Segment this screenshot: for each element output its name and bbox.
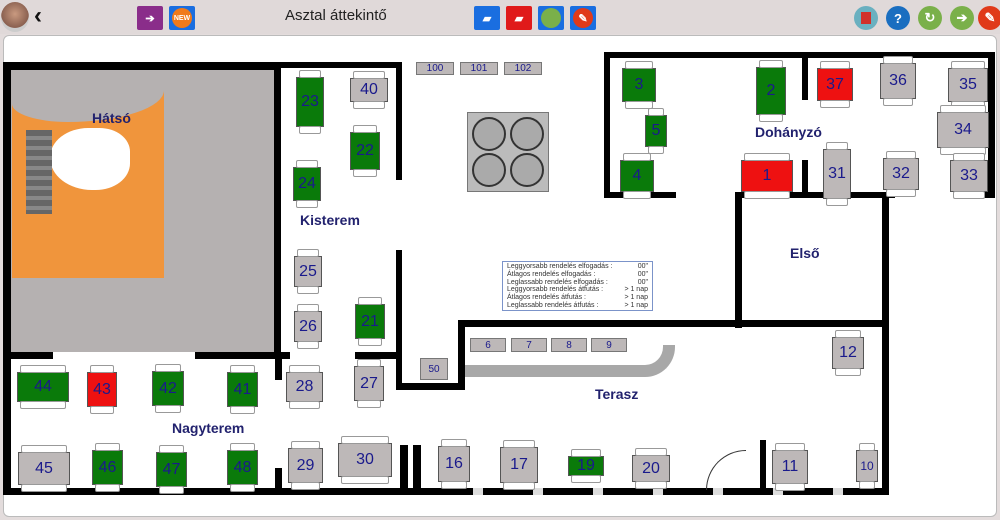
stat-value: 00" bbox=[637, 263, 648, 270]
table[interactable]: 29 bbox=[288, 441, 323, 490]
stat-value: 00" bbox=[637, 270, 648, 278]
table[interactable]: 40 bbox=[350, 71, 388, 109]
page-title: Asztal áttekintő bbox=[285, 7, 387, 24]
table[interactable]: 2 bbox=[756, 60, 786, 122]
counter-item[interactable]: 100 bbox=[416, 62, 454, 75]
table[interactable]: 26 bbox=[294, 304, 322, 349]
stat-value: > 1 nap bbox=[624, 286, 648, 294]
table[interactable]: 12 bbox=[832, 330, 864, 376]
pond bbox=[50, 128, 130, 190]
stat-label: Átlagos rendelés elfogadás : bbox=[507, 270, 596, 278]
new-label: NEW bbox=[172, 8, 192, 28]
stove bbox=[467, 112, 549, 192]
table[interactable]: 16 bbox=[438, 439, 470, 489]
table[interactable]: 25 bbox=[294, 249, 322, 294]
list-icon[interactable] bbox=[854, 6, 878, 30]
counter-item[interactable]: 9 bbox=[591, 338, 627, 352]
table[interactable]: 23 bbox=[296, 70, 324, 134]
room-dohanyzo: Dohányzó bbox=[755, 124, 822, 140]
table[interactable]: 33 bbox=[950, 153, 988, 199]
counter-item[interactable]: 50 bbox=[420, 358, 448, 380]
stat-label: Leggyorsabb rendelés elfogadás : bbox=[507, 263, 613, 270]
stat-label: Leggyorsabb rendelés átfutás : bbox=[507, 286, 604, 294]
table[interactable]: 48 bbox=[227, 443, 258, 492]
counter-item[interactable]: 102 bbox=[504, 62, 542, 75]
table[interactable]: 30 bbox=[338, 436, 392, 484]
table[interactable]: 21 bbox=[355, 297, 385, 346]
table[interactable]: 41 bbox=[227, 365, 258, 414]
stat-value: > 1 nap bbox=[624, 294, 648, 302]
table[interactable]: 43 bbox=[87, 365, 117, 414]
exit-icon[interactable]: ✎ bbox=[978, 6, 1000, 30]
edit-icon[interactable]: ✎ bbox=[570, 6, 596, 30]
stat-label: Leglassabb rendelés elfogadás : bbox=[507, 278, 608, 286]
cash-register-red-icon[interactable]: ▰ bbox=[506, 6, 532, 30]
room-hatso: Hátsó bbox=[92, 110, 131, 126]
table[interactable]: 37 bbox=[817, 61, 853, 108]
money-bag-icon[interactable] bbox=[538, 6, 564, 30]
stat-label: Leglassabb rendelés átfutás : bbox=[507, 301, 599, 309]
table[interactable]: 42 bbox=[152, 364, 184, 413]
order-stats-panel: Leggyorsabb rendelés elfogadás : 00" Átla… bbox=[502, 261, 653, 311]
avatar[interactable] bbox=[1, 2, 29, 32]
table[interactable]: 46 bbox=[92, 443, 123, 492]
table[interactable]: 5 bbox=[645, 108, 667, 154]
counter-item[interactable]: 7 bbox=[511, 338, 547, 352]
login-icon[interactable]: ➔ bbox=[137, 6, 163, 30]
counter-item[interactable]: 8 bbox=[551, 338, 587, 352]
table[interactable]: 10 bbox=[856, 443, 878, 489]
table[interactable]: 4 bbox=[620, 153, 654, 199]
stairs bbox=[26, 130, 52, 214]
counter-item[interactable]: 6 bbox=[470, 338, 506, 352]
room-elso: Első bbox=[790, 245, 820, 261]
table[interactable]: 3 bbox=[622, 61, 656, 109]
stat-label: Átlagos rendelés átfutás : bbox=[507, 294, 586, 302]
table[interactable]: 34 bbox=[937, 105, 989, 155]
stat-value: > 1 nap bbox=[624, 301, 648, 309]
table[interactable]: 44 bbox=[17, 365, 69, 409]
help-icon[interactable]: ? bbox=[886, 6, 910, 30]
table[interactable]: 19 bbox=[568, 449, 604, 483]
top-bar: ‹ ➔ NEW Asztal áttekintő ▰ ▰ ✎ ? ↻ ➔ ✎ bbox=[0, 0, 1000, 34]
table[interactable]: 28 bbox=[286, 365, 323, 409]
enter-icon[interactable]: ➔ bbox=[950, 6, 974, 30]
table[interactable]: 36 bbox=[880, 56, 916, 106]
table[interactable]: 22 bbox=[350, 125, 380, 177]
room-terasz: Terasz bbox=[595, 386, 639, 402]
stat-value: 00" bbox=[637, 278, 648, 286]
table[interactable]: 17 bbox=[500, 440, 538, 490]
new-icon[interactable]: NEW bbox=[169, 6, 195, 30]
table[interactable]: 31 bbox=[823, 142, 851, 206]
room-nagyterem: Nagyterem bbox=[172, 420, 245, 436]
refresh-icon[interactable]: ↻ bbox=[918, 6, 942, 30]
counter-item[interactable]: 101 bbox=[460, 62, 498, 75]
table[interactable]: 24 bbox=[293, 160, 321, 208]
table[interactable]: 1 bbox=[741, 153, 793, 199]
back-button[interactable]: ‹ bbox=[34, 2, 42, 29]
room-kisterem: Kisterem bbox=[300, 212, 360, 228]
table[interactable]: 20 bbox=[632, 448, 670, 489]
table[interactable]: 11 bbox=[772, 443, 808, 491]
table[interactable]: 47 bbox=[156, 445, 187, 494]
table[interactable]: 32 bbox=[883, 151, 919, 197]
cash-register-blue-icon[interactable]: ▰ bbox=[474, 6, 500, 30]
table[interactable]: 45 bbox=[18, 445, 70, 492]
table[interactable]: 35 bbox=[948, 61, 988, 109]
table[interactable]: 27 bbox=[354, 359, 384, 408]
